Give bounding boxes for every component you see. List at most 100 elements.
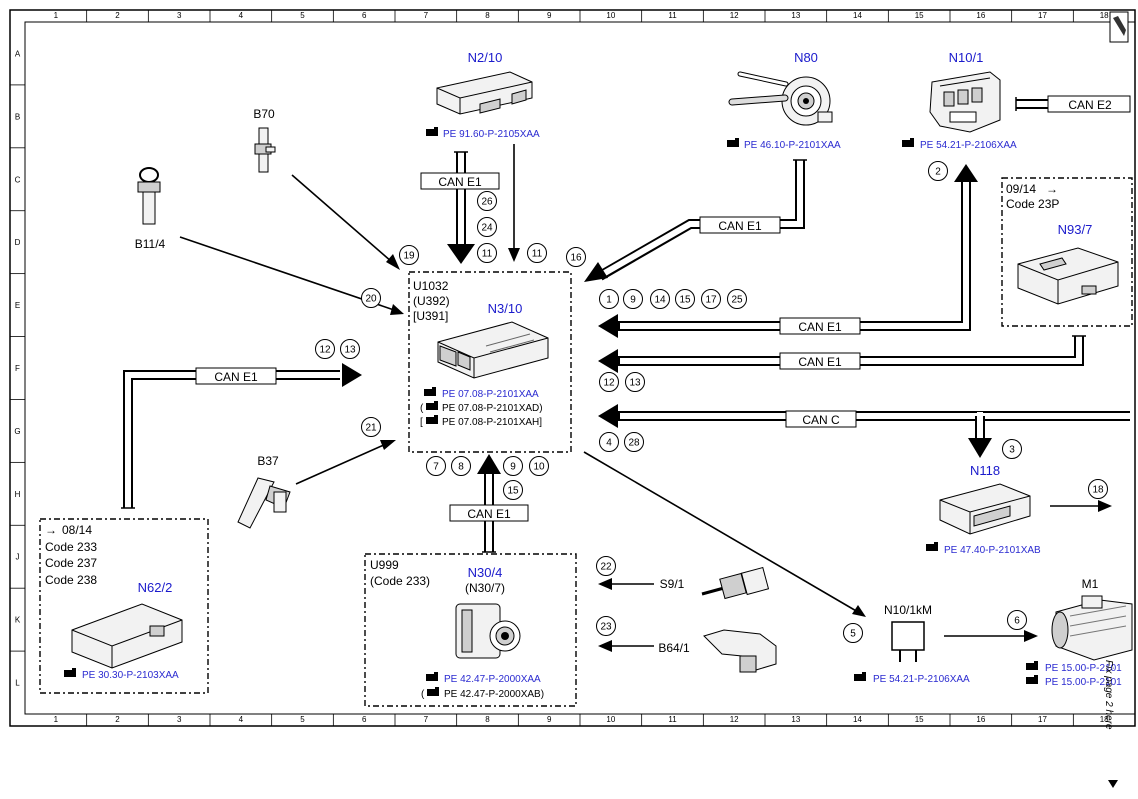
can-e1-label-n10-1: CAN E1 [798, 320, 842, 334]
grid-column-label: 10 [606, 11, 615, 20]
svg-text:5: 5 [850, 629, 856, 640]
n10-1-label: N10/1 [949, 50, 984, 65]
component-n62-2[interactable]: → 08/14 Code 233 Code 237 Code 238 N62/2… [39, 518, 209, 694]
n30-4-line-2: (Code 233) [370, 574, 430, 588]
marker-3: 3 [1002, 439, 1022, 459]
n62-2-line-1: 08/14 [62, 523, 92, 537]
n80-ref: PE 46.10-P-2101XAA [744, 140, 841, 151]
grid-column-label: 14 [853, 715, 862, 724]
n3-10-line-1: U1032 [413, 279, 449, 293]
n10-1-fuse-box-icon [929, 71, 1001, 133]
n118-ref: PE 47.40-P-2101XAB [944, 545, 1041, 556]
n2-10-ref-icon [426, 127, 438, 136]
n30-4-ref-2: PE 42.47-P-2000XAB) [444, 689, 544, 700]
n80-label: N80 [794, 50, 818, 65]
component-n10-1km[interactable]: N10/1kM PE 54.21-P-2106XAA [854, 603, 970, 685]
marker-28: 28 [624, 432, 644, 452]
svg-text:9: 9 [630, 295, 636, 306]
n62-2-line-4: Code 238 [45, 573, 97, 587]
marker-24: 24 [477, 217, 497, 237]
svg-text:3: 3 [1009, 445, 1015, 456]
grid-column-label: 11 [668, 11, 677, 20]
grid-column-label: 4 [239, 715, 244, 724]
n3-10-ref-2: PE 07.08-P-2101XAD) [442, 403, 543, 414]
grid-row-label: K [15, 616, 21, 625]
s9-1-switch-icon [701, 566, 770, 600]
grid-column-label: 5 [300, 715, 305, 724]
n3-10-line-3: [U391] [413, 309, 448, 323]
can-e1-label-n93-7: CAN E1 [798, 355, 842, 369]
n30-4-line-1: U999 [370, 558, 399, 572]
grid-column-label: 11 [668, 715, 677, 724]
component-b11-4[interactable]: B11/4 [135, 167, 166, 251]
component-b64-1[interactable]: B64/1 [658, 629, 777, 673]
grid-column-label: 15 [915, 11, 924, 20]
n62-2-ref: PE 30.30-P-2103XAA [82, 670, 179, 681]
n10-1-ref: PE 54.21-P-2106XAA [920, 140, 1017, 151]
svg-text:26: 26 [481, 197, 493, 208]
svg-text:15: 15 [679, 295, 691, 306]
svg-text:12: 12 [603, 378, 615, 389]
grid-row-label: L [15, 679, 20, 688]
marker-19: 19 [399, 245, 419, 265]
svg-text:13: 13 [344, 345, 356, 356]
n30-4-label: N30/4 [468, 565, 503, 580]
component-n118[interactable]: N118 PE 47.40-P-2101XAB [926, 463, 1041, 556]
component-s9-1[interactable]: S9/1 [660, 566, 770, 600]
marker-25: 25 [727, 289, 747, 309]
n10-1km-label: N10/1kM [884, 603, 932, 617]
svg-text:2: 2 [935, 167, 941, 178]
marker-15: 15 [503, 480, 523, 500]
n3-10-line-2: (U392) [413, 294, 450, 308]
n62-2-line-2: Code 233 [45, 540, 97, 554]
grid-column-label: 1 [54, 715, 59, 724]
can-e1-label-n80: CAN E1 [718, 219, 762, 233]
svg-text:17: 17 [705, 295, 717, 306]
grid-row-label: J [16, 553, 20, 562]
svg-text:25: 25 [731, 295, 743, 306]
can-e1-bus-n10-1: CAN E1 [598, 164, 978, 338]
marker-15: 15 [675, 289, 695, 309]
grid-column-label: 18 [1100, 11, 1109, 20]
component-n3-10[interactable]: U1032 (U392) [U391] N3/10 PE 07.08-P-210… [408, 271, 572, 453]
n2-10-module-icon [436, 71, 533, 115]
component-n93-7[interactable]: 09/14 → Code 23P N93/7 [1001, 177, 1133, 327]
n62-2-arrow: → [45, 523, 57, 537]
m1-label: M1 [1082, 577, 1099, 591]
grid-column-label: 9 [547, 11, 552, 20]
n3-10-ref-2-open: ( [420, 403, 424, 414]
n30-4-ignition-icon [455, 603, 521, 659]
m1-starter-icon [1051, 595, 1133, 661]
component-n10-1[interactable]: N10/1 PE 54.21-P-2106XAA [902, 50, 1017, 151]
grid-column-label: 3 [177, 11, 182, 20]
n30-4-boundary [364, 553, 577, 707]
marker-13: 13 [625, 372, 645, 392]
grid-column-label: 9 [547, 715, 552, 724]
marker-21: 21 [361, 417, 381, 437]
grid-column-label: 14 [853, 11, 862, 20]
n3-10-ref-1: PE 07.08-P-2101XAA [442, 389, 539, 400]
n62-2-label: N62/2 [138, 580, 173, 595]
component-n30-4[interactable]: U999 (Code 233) N30/4 (N30/7) PE 42.47-P… [364, 553, 577, 707]
m1-ref-1: PE 15.00-P-2101 [1045, 663, 1122, 674]
component-n80[interactable]: N80 PE 46.10-P-2101XAA [727, 50, 841, 151]
grid-row-label: A [15, 49, 21, 58]
component-b70[interactable]: B70 [253, 107, 276, 173]
marker-23: 23 [596, 616, 616, 636]
component-n2-10[interactable]: N2/10 PE 91.60-P-2105XAA [426, 50, 540, 140]
component-m1[interactable]: M1 PE 15.00-P-2101 PE 15.00-P-2101 [1026, 577, 1133, 688]
n93-7-arrow: → [1046, 182, 1058, 196]
svg-text:23: 23 [600, 622, 612, 633]
side-note-text: Fix page 2 here [1103, 660, 1114, 730]
can-e2-label: CAN E2 [1068, 98, 1112, 112]
marker-14: 14 [650, 289, 670, 309]
n93-7-line-2: Code 23P [1006, 197, 1059, 211]
b70-sensor-icon [254, 127, 276, 173]
n3-10-ref-3-open: [ [420, 417, 423, 428]
component-b37[interactable]: B37 [237, 454, 291, 529]
n3-10-ref-2-icon [426, 401, 438, 410]
svg-text:24: 24 [481, 223, 493, 234]
n3-10-ref-1-icon [424, 387, 436, 396]
